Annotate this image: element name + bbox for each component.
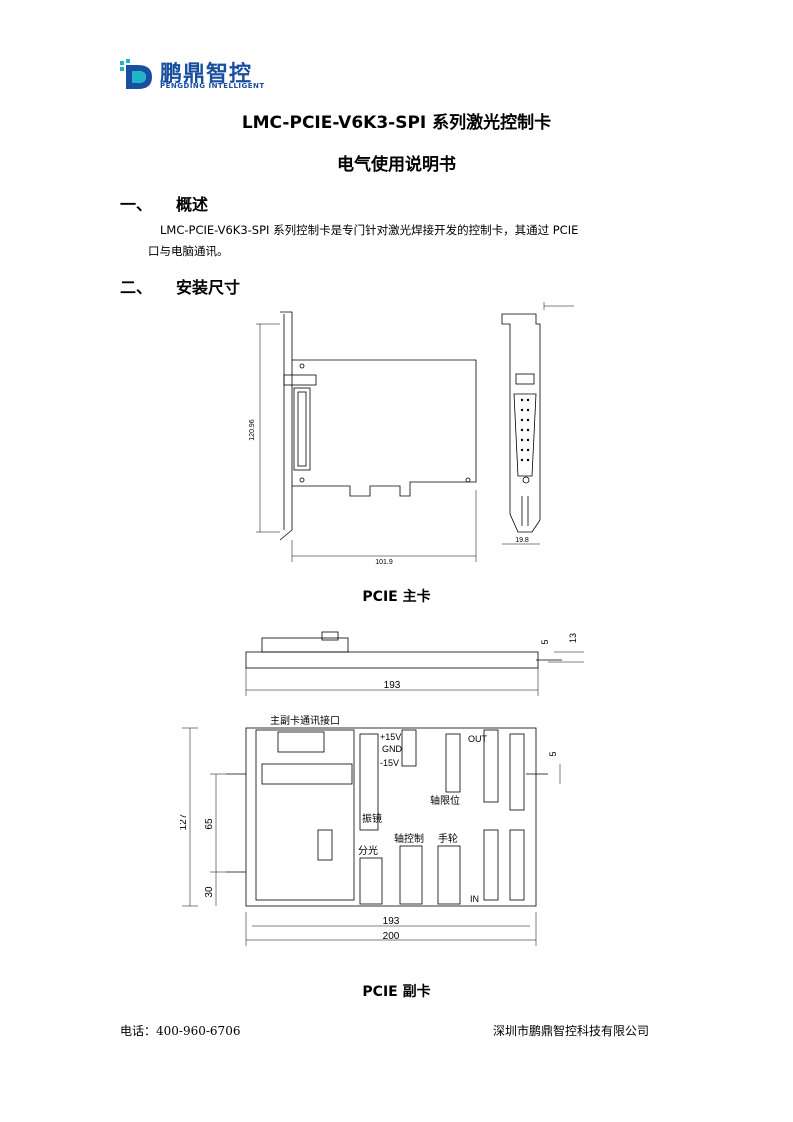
- label-split: 分光: [358, 844, 378, 857]
- pcie-main-card-drawing: 120.96 101.9: [249, 311, 477, 566]
- dim-main-width: 101.9: [375, 559, 393, 566]
- dim-side-5: 5: [540, 639, 550, 644]
- pcie-bracket-drawing: 19.8: [501, 302, 574, 545]
- caption-sub-card: PCIE 副卡: [362, 984, 431, 1000]
- dim-5: 5: [548, 751, 558, 756]
- dim-side-13: 13: [568, 633, 578, 643]
- label-plus15v: +15V: [380, 732, 401, 742]
- logo-subtext: PENGDING INTELLIGENT: [160, 82, 265, 90]
- dim-bracket-width: 19.8: [515, 537, 529, 544]
- label-out: OUT: [468, 734, 488, 744]
- dim-30: 30: [204, 886, 215, 898]
- label-gnd: GND: [382, 744, 403, 754]
- section-1-title: 概述: [176, 195, 209, 214]
- document-subtitle: 电气使用说明书: [337, 155, 456, 175]
- caption-main-card: PCIE 主卡: [362, 589, 431, 605]
- pcie-sub-card-side-drawing: 193 5 13: [245, 631, 584, 696]
- dim-side-193: 193: [384, 680, 401, 691]
- logo-text: 鹏鼎智控: [160, 62, 253, 87]
- label-minus15v: -15V: [380, 758, 399, 768]
- label-axis-limit: 轴限位: [430, 794, 460, 807]
- label-handwheel: 手轮: [438, 832, 458, 845]
- dim-193: 193: [383, 916, 400, 927]
- footer-company: 深圳市鹏鼎智控科技有限公司: [493, 1024, 650, 1038]
- dim-main-height: 120.96: [249, 419, 256, 441]
- section-1-number: 一、: [120, 195, 153, 214]
- label-galvo: 振镜: [362, 812, 382, 825]
- label-axis-control: 轴控制: [394, 832, 424, 845]
- section-2-number: 二、: [120, 278, 153, 297]
- dim-200: 200: [383, 931, 400, 942]
- section-2-title: 安装尺寸: [176, 278, 241, 297]
- dim-127: 127: [180, 813, 189, 830]
- company-logo-icon: [120, 59, 152, 89]
- label-comm-port: 主副卡通讯接口: [270, 714, 340, 727]
- pcie-sub-card-top-drawing: 主副卡通讯接口 +15V GND -15V OUT 轴限位 振镜 分光 轴控制 …: [180, 714, 561, 946]
- footer-phone: 电话：400-960-6706: [120, 1024, 241, 1038]
- section-1-paragraph-line1: LMC-PCIE-V6K3-SPI 系列控制卡是专门针对激光焊接开发的控制卡，其…: [160, 223, 579, 237]
- label-in: IN: [470, 894, 479, 904]
- dim-65: 65: [204, 818, 215, 830]
- document-title: LMC-PCIE-V6K3-SPI 系列激光控制卡: [241, 113, 552, 133]
- section-1-paragraph-line2: 口与电脑通讯。: [148, 244, 229, 258]
